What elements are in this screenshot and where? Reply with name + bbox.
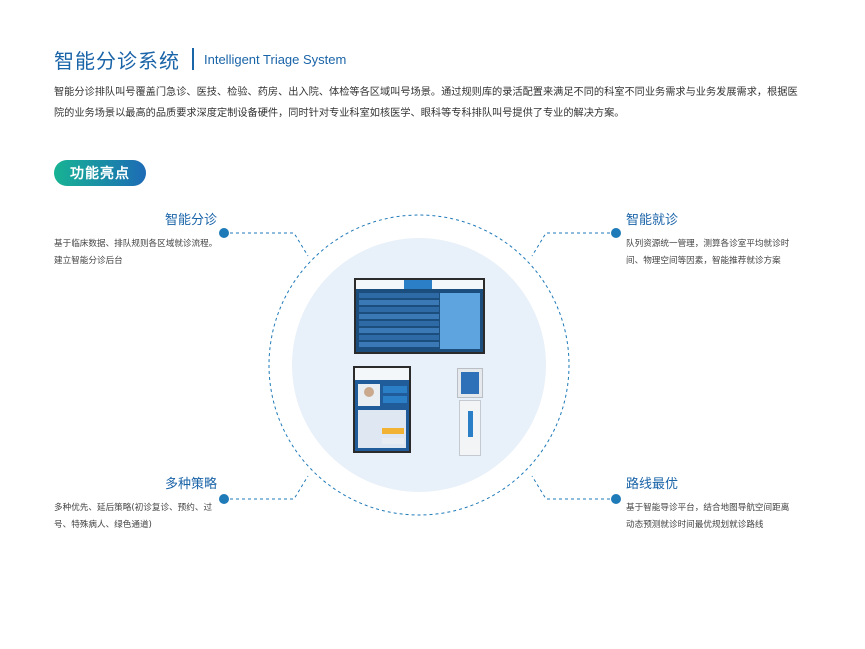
feature-title-best-route: 路线最优	[626, 477, 679, 492]
page-subtitle: Intelligent Triage System	[204, 51, 347, 67]
title-divider	[192, 48, 194, 70]
feature-title-multi-strategy: 多种策略	[165, 477, 218, 492]
inner-circle	[292, 238, 546, 492]
connector-bottom-right	[531, 475, 616, 500]
page-title: 智能分诊系统	[54, 48, 180, 73]
dot-top-right	[611, 228, 621, 238]
intro-paragraph: 智能分诊排队叫号覆盖门急诊、医技、检验、药房、出入院、体检等各区域叫号场景。通过…	[54, 87, 798, 119]
tablet-terminal-icon	[353, 366, 411, 453]
section-badge: 功能亮点	[54, 160, 146, 186]
feature-title-smart-triage: 智能分诊	[165, 213, 218, 228]
feature-desc-multi-strategy: 多种优先、延后策略(初诊复诊、预约、过号、特殊病人、绿色通道)	[54, 503, 213, 530]
feature-title-smart-visit: 智能就诊	[626, 213, 679, 228]
dot-bottom-left	[219, 494, 229, 504]
feature-desc-best-route: 基于智能导诊平台，结合地图导航空间距离动态预测就诊时间最优规划就诊路线	[626, 503, 790, 530]
dot-top-left	[219, 228, 229, 238]
connector-top-right	[531, 232, 616, 257]
connector-bottom-left	[224, 475, 309, 500]
kiosk-icon	[457, 368, 483, 456]
feature-desc-smart-visit: 队列资源统一管理，测算各诊室平均就诊时间、物理空间等因素，智能推荐就诊方案	[626, 239, 790, 266]
outer-dashed-circle	[268, 214, 570, 516]
display-screen-icon	[354, 278, 485, 354]
page-header: 智能分诊系统 Intelligent Triage System	[54, 42, 346, 76]
connector-top-left	[224, 232, 309, 257]
dot-bottom-right	[611, 494, 621, 504]
feature-desc-smart-triage: 基于临床数据、排队规则各区域就诊流程。建立智能分诊后台	[54, 239, 218, 266]
